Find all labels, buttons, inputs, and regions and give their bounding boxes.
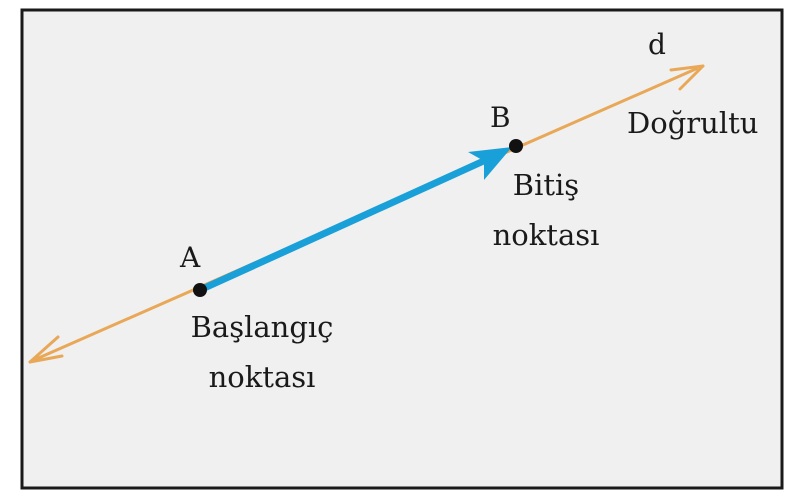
- direction-label: Doğrultu: [627, 106, 758, 140]
- line-name-label: d: [648, 28, 666, 61]
- start-point-label-line1: Başlangıç: [191, 310, 334, 344]
- end-point-label-line1: Bitiş: [513, 168, 579, 202]
- vector-arrowhead: [468, 147, 512, 180]
- diagram-frame: [20, 8, 784, 490]
- point-a: [193, 283, 207, 297]
- end-point-label-line2: noktası: [493, 218, 600, 252]
- point-a-label: A: [179, 241, 201, 274]
- start-point-label-line2: noktası: [209, 360, 316, 394]
- point-b: [509, 139, 523, 153]
- direction-arrowhead-left: [28, 335, 64, 364]
- vector-ab: [198, 155, 490, 294]
- direction-arrowhead-right: [669, 64, 705, 91]
- point-b-label: B: [490, 101, 511, 134]
